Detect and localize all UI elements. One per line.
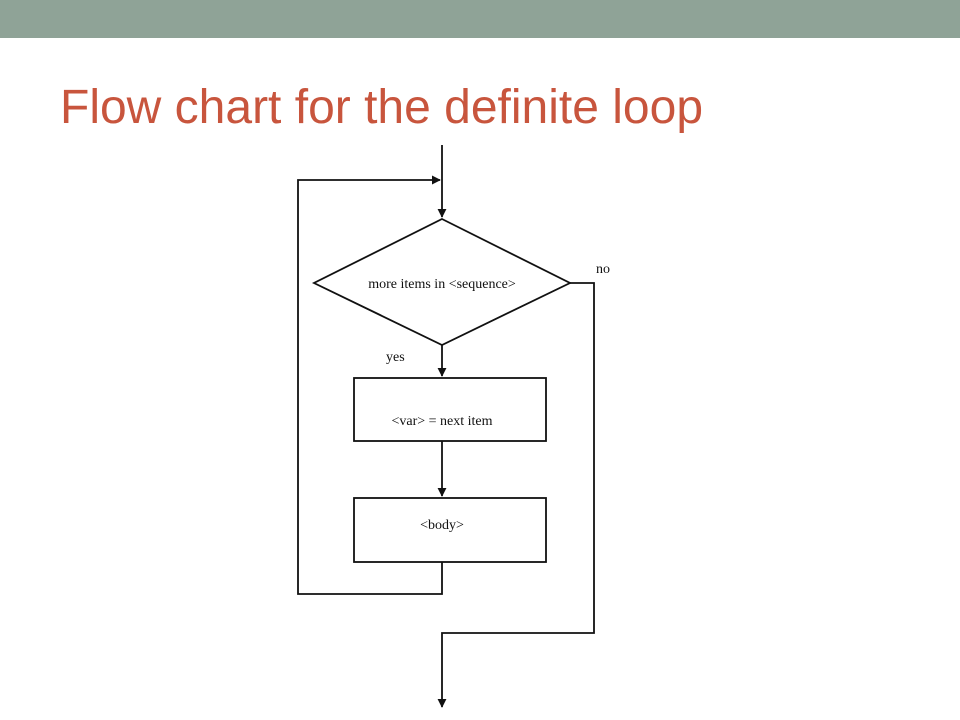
slide-title: Flow chart for the definite loop: [60, 81, 704, 134]
decision-label: more items in <sequence>: [368, 277, 516, 292]
assign-step-label: <var> = next item: [391, 414, 492, 429]
body-step-box: [353, 497, 547, 563]
assign-step-box: [353, 377, 547, 442]
body-step-label: <body>: [420, 518, 464, 533]
no-branch-path: [437, 282, 595, 708]
loop-back-path: [297, 175, 443, 595]
no-label: no: [596, 262, 610, 277]
top-accent-band: [0, 0, 960, 38]
yes-label: yes: [386, 350, 405, 365]
